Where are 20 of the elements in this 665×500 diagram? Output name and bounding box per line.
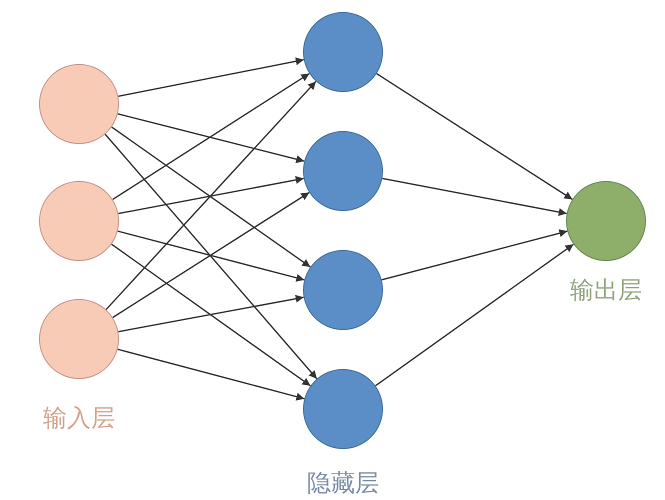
arrow xyxy=(375,244,574,386)
layer-label: 输入层 xyxy=(43,403,115,434)
arrow xyxy=(111,244,311,386)
arrow xyxy=(382,229,568,281)
arrow xyxy=(382,178,567,216)
arrow xyxy=(104,134,318,380)
arrow xyxy=(106,80,316,310)
layer-label: 输出层 xyxy=(570,275,642,306)
arrow xyxy=(111,126,311,268)
arrow xyxy=(112,72,310,200)
arrow xyxy=(118,113,304,164)
arrow xyxy=(118,230,304,282)
arrow xyxy=(117,348,305,401)
arrow xyxy=(118,57,304,97)
arrow xyxy=(118,294,304,332)
arrow xyxy=(118,176,304,214)
layer-label: 隐藏层 xyxy=(307,468,379,499)
hidden-node xyxy=(303,369,383,449)
arrow xyxy=(376,73,573,200)
arrow xyxy=(112,192,310,318)
